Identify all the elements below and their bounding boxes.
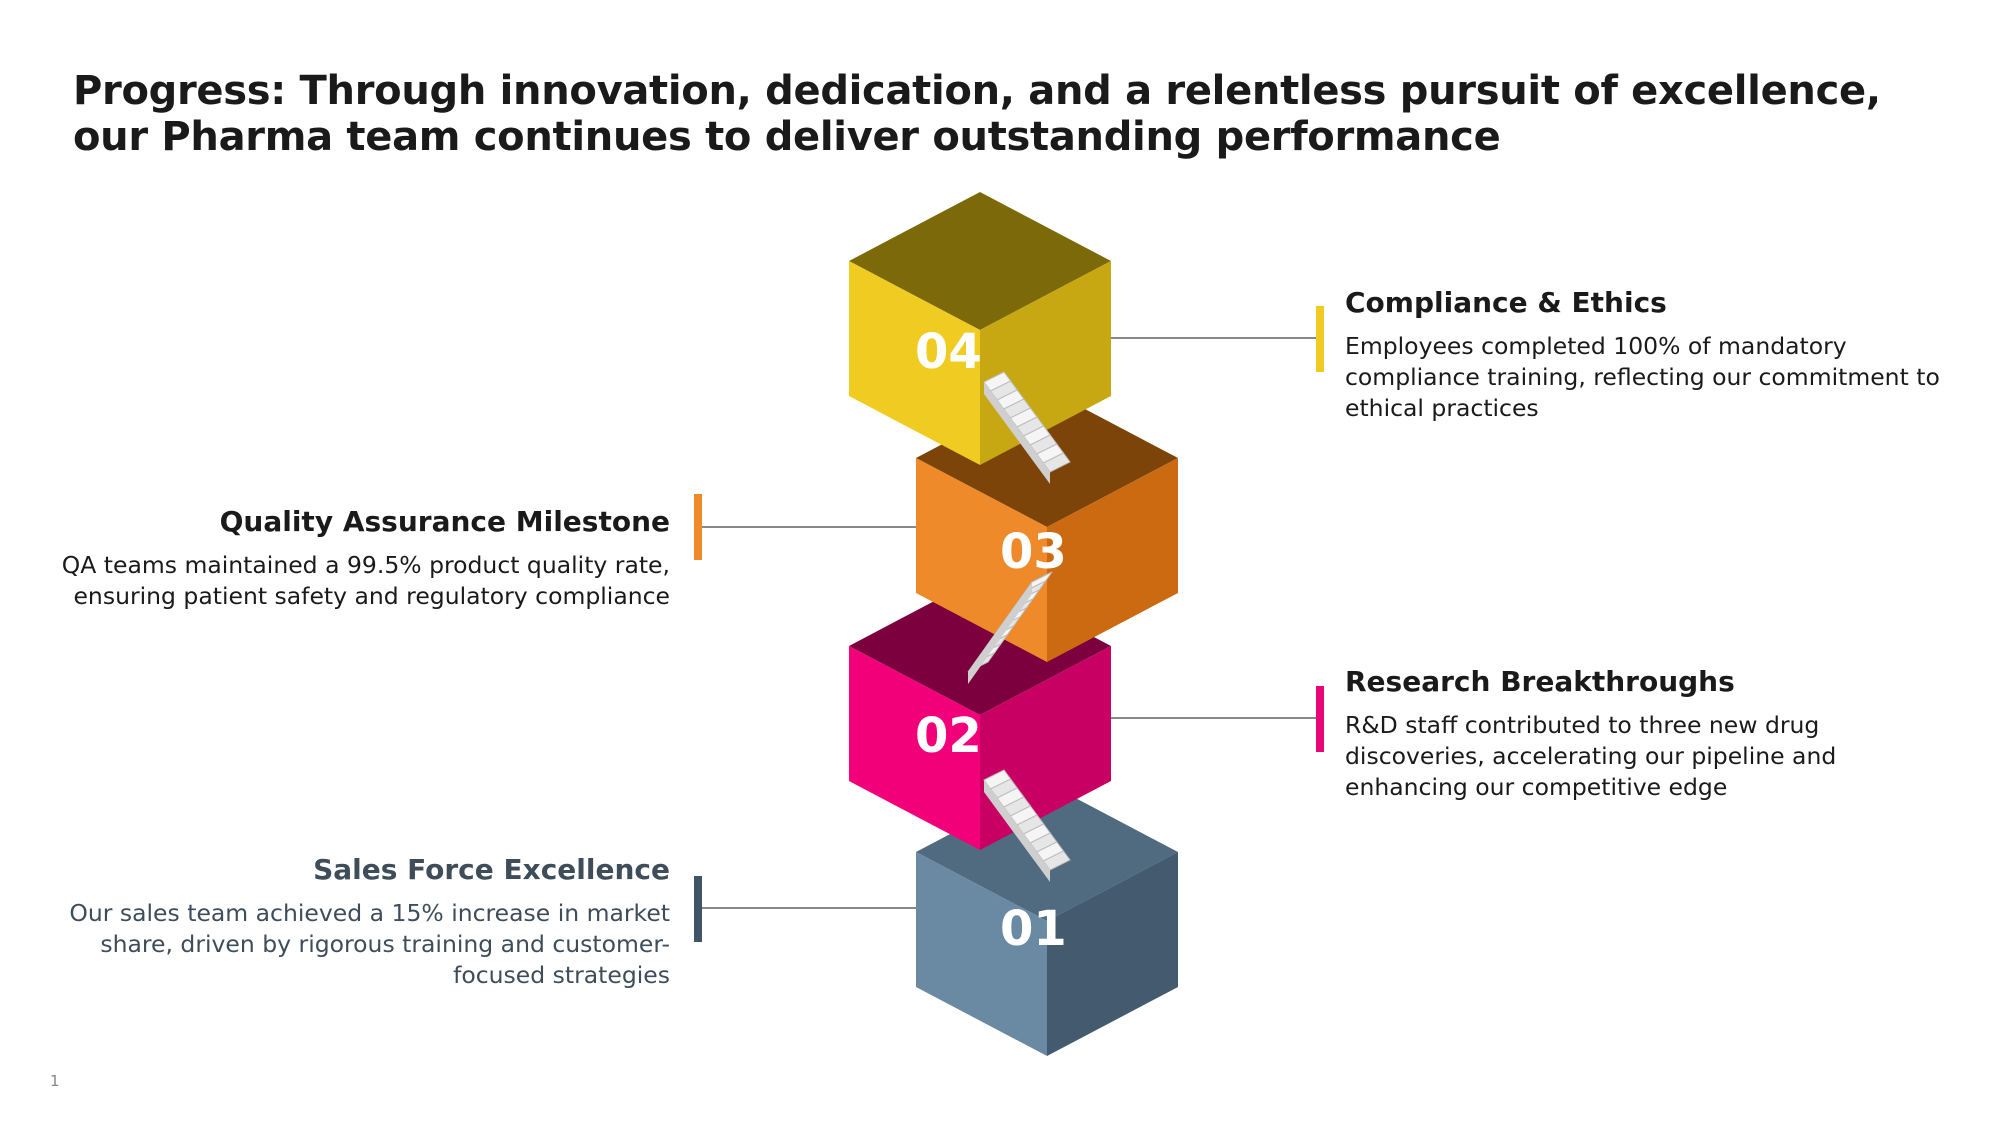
staircase-02-03 [967, 571, 1053, 684]
cube-03-number: 03 [1000, 524, 1067, 580]
cube-01-number: 01 [1000, 901, 1067, 957]
step-01-text: Sales Force Excellence Our sales team ac… [60, 852, 670, 991]
step-04-description: Employees completed 100% of mandatory co… [1345, 332, 1940, 422]
step-01-title: Sales Force Excellence [313, 853, 670, 886]
staircase-01-02 [983, 769, 1071, 882]
step-04-title: Compliance & Ethics [1345, 286, 1667, 319]
step-02-description: R&D staff contributed to three new drug … [1345, 711, 1837, 801]
step-02-title: Research Breakthroughs [1345, 665, 1735, 698]
step-02-text: Research Breakthroughs R&D staff contrib… [1345, 664, 1960, 803]
slide-title: Progress: Through innovation, dedication… [73, 68, 1881, 160]
staircase-03-04 [983, 371, 1071, 484]
accent-bar-03 [694, 494, 702, 560]
step-04-text: Compliance & Ethics Employees completed … [1345, 285, 1960, 424]
step-03-title: Quality Assurance Milestone [219, 505, 670, 538]
cube-03-right-face [1047, 458, 1178, 662]
cube-04-number: 04 [915, 324, 982, 380]
step-03-text: Quality Assurance Milestone QA teams mai… [60, 504, 670, 612]
accent-bar-04 [1316, 306, 1324, 372]
step-01-description: Our sales team achieved a 15% increase i… [69, 899, 670, 989]
cube-02-number: 02 [915, 708, 982, 764]
accent-bar-01 [694, 876, 702, 942]
page-number: 1 [50, 1072, 60, 1090]
cube-01-right-face [1047, 852, 1178, 1056]
cube-04-left-face [849, 261, 980, 465]
step-03-description: QA teams maintained a 99.5% product qual… [61, 551, 670, 610]
cube-01-left-face [916, 852, 1047, 1056]
cube-02-left-face [849, 646, 980, 850]
accent-bar-02 [1316, 686, 1324, 752]
